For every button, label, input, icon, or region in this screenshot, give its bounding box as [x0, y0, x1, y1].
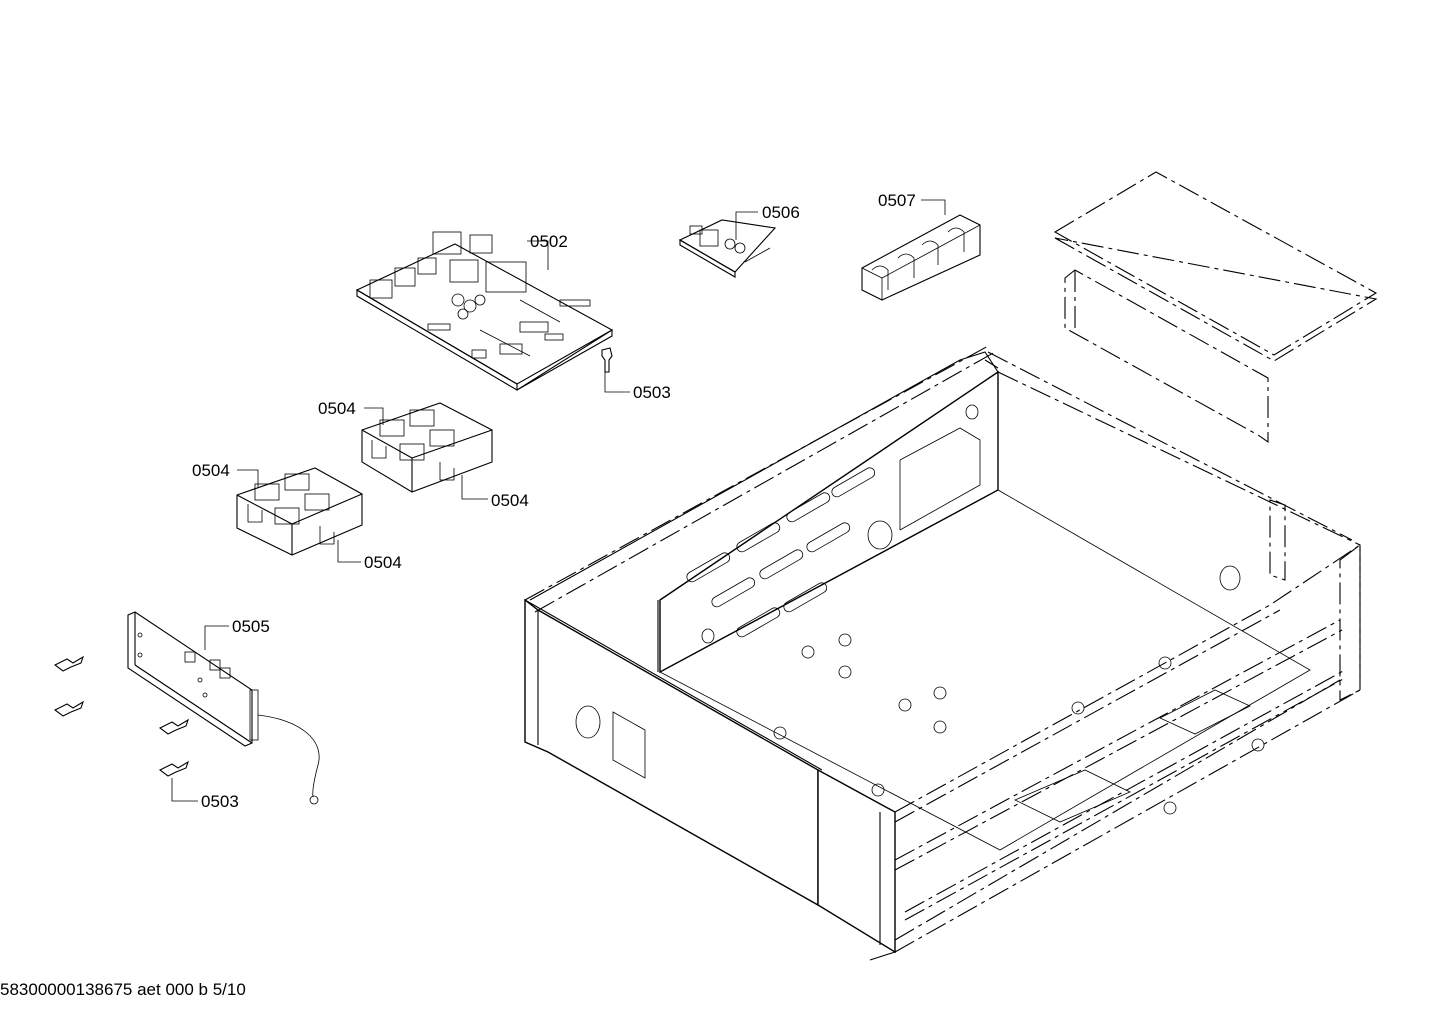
clip-0503-b: [53, 700, 84, 717]
rear-bracket: [1064, 269, 1269, 444]
label-0504-a: 0504: [318, 399, 356, 418]
cable-holder-0507: [861, 214, 981, 301]
small-board-0506: [678, 219, 777, 278]
control-board-0502: [355, 231, 614, 391]
drawing-code: 58300000138675 aet 000 b 5/10: [0, 980, 246, 999]
clip-0503-c: [158, 718, 189, 735]
label-0504-c: 0504: [192, 461, 230, 480]
label-0505: 0505: [232, 617, 270, 636]
sensor-board-0505: [127, 611, 320, 805]
relay-block-0504-lower: [236, 467, 363, 556]
clip-0503-a: [53, 655, 84, 672]
relay-block-0504-upper: [361, 402, 493, 493]
label-0502: 0502: [530, 232, 568, 251]
label-0504-d: 0504: [364, 553, 402, 572]
label-0503-top: 0503: [633, 383, 671, 402]
label-0507: 0507: [878, 191, 916, 210]
leader-lines: [171, 199, 946, 802]
label-0504-b: 0504: [491, 491, 529, 510]
cover-plate: [1053, 171, 1378, 362]
label-0506: 0506: [762, 203, 800, 222]
screw-0503-top: [601, 347, 613, 373]
chassis-frame: [524, 344, 1361, 961]
clip-0503-d: [158, 760, 189, 777]
label-0503-bottom: 0503: [201, 792, 239, 811]
